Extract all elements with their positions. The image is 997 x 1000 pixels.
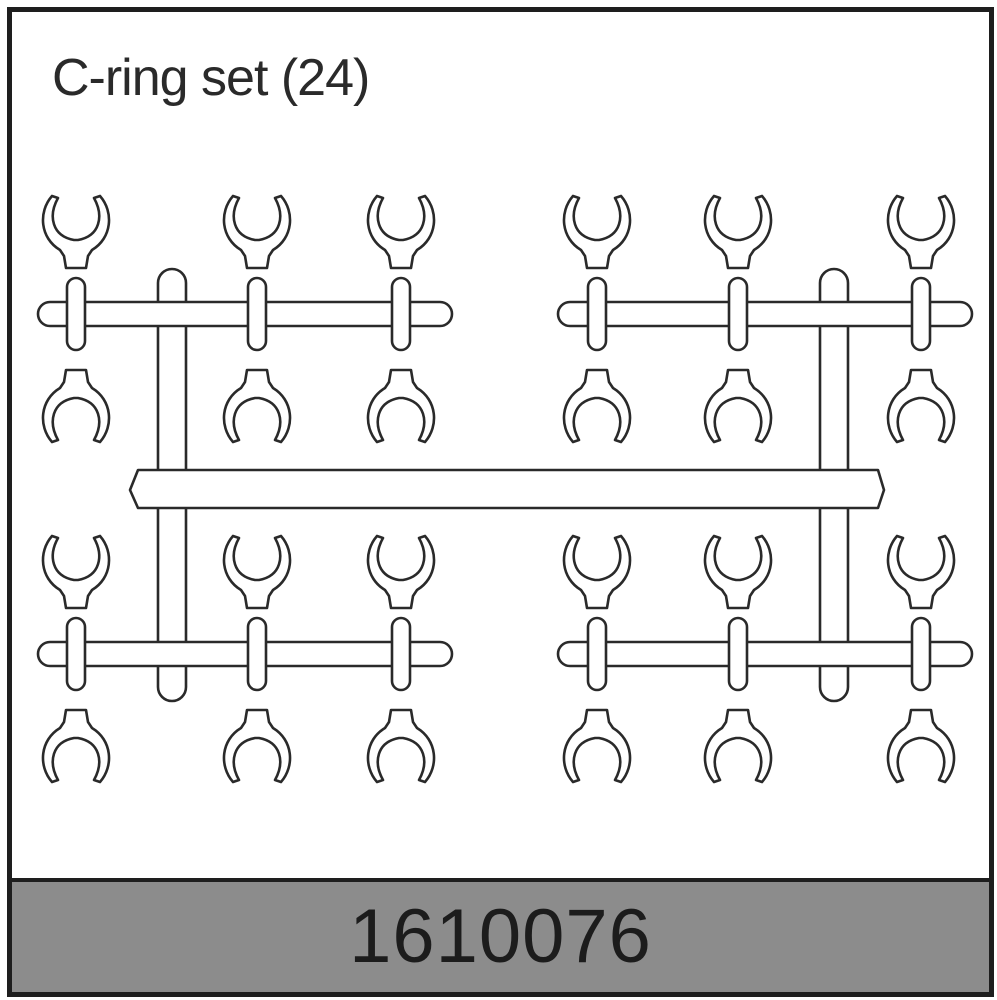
- sprue-drawing: [36, 194, 974, 784]
- c-ring-part-icon: [366, 368, 436, 444]
- sprue-runners: [36, 267, 974, 703]
- c-ring-part-icon: [366, 194, 436, 270]
- c-ring-row-1: [41, 194, 956, 270]
- c-ring-part-icon: [41, 368, 111, 444]
- c-ring-part-icon: [703, 534, 773, 610]
- c-ring-row-4: [41, 708, 956, 784]
- c-ring-part-icon: [222, 194, 292, 270]
- product-card: C-ring set (24): [7, 7, 994, 997]
- c-ring-part-icon: [703, 708, 773, 784]
- c-ring-part-icon: [222, 708, 292, 784]
- c-ring-part-icon: [562, 368, 632, 444]
- c-ring-part-icon: [886, 708, 956, 784]
- c-ring-part-icon: [366, 708, 436, 784]
- c-ring-part-icon: [222, 534, 292, 610]
- c-ring-part-icon: [41, 194, 111, 270]
- product-title: C-ring set (24): [52, 49, 370, 107]
- c-ring-part-icon: [41, 534, 111, 610]
- c-ring-part-icon: [41, 708, 111, 784]
- c-ring-part-icon: [562, 534, 632, 610]
- part-number-bar: 1610076: [12, 878, 989, 992]
- c-ring-part-icon: [886, 368, 956, 444]
- c-ring-part-icon: [703, 368, 773, 444]
- c-ring-part-icon: [562, 194, 632, 270]
- part-number: 1610076: [349, 894, 652, 979]
- c-ring-part-icon: [562, 708, 632, 784]
- c-ring-part-icon: [703, 194, 773, 270]
- c-ring-part-icon: [886, 194, 956, 270]
- c-ring-part-icon: [886, 534, 956, 610]
- c-ring-part-icon: [366, 534, 436, 610]
- c-ring-part-icon: [222, 368, 292, 444]
